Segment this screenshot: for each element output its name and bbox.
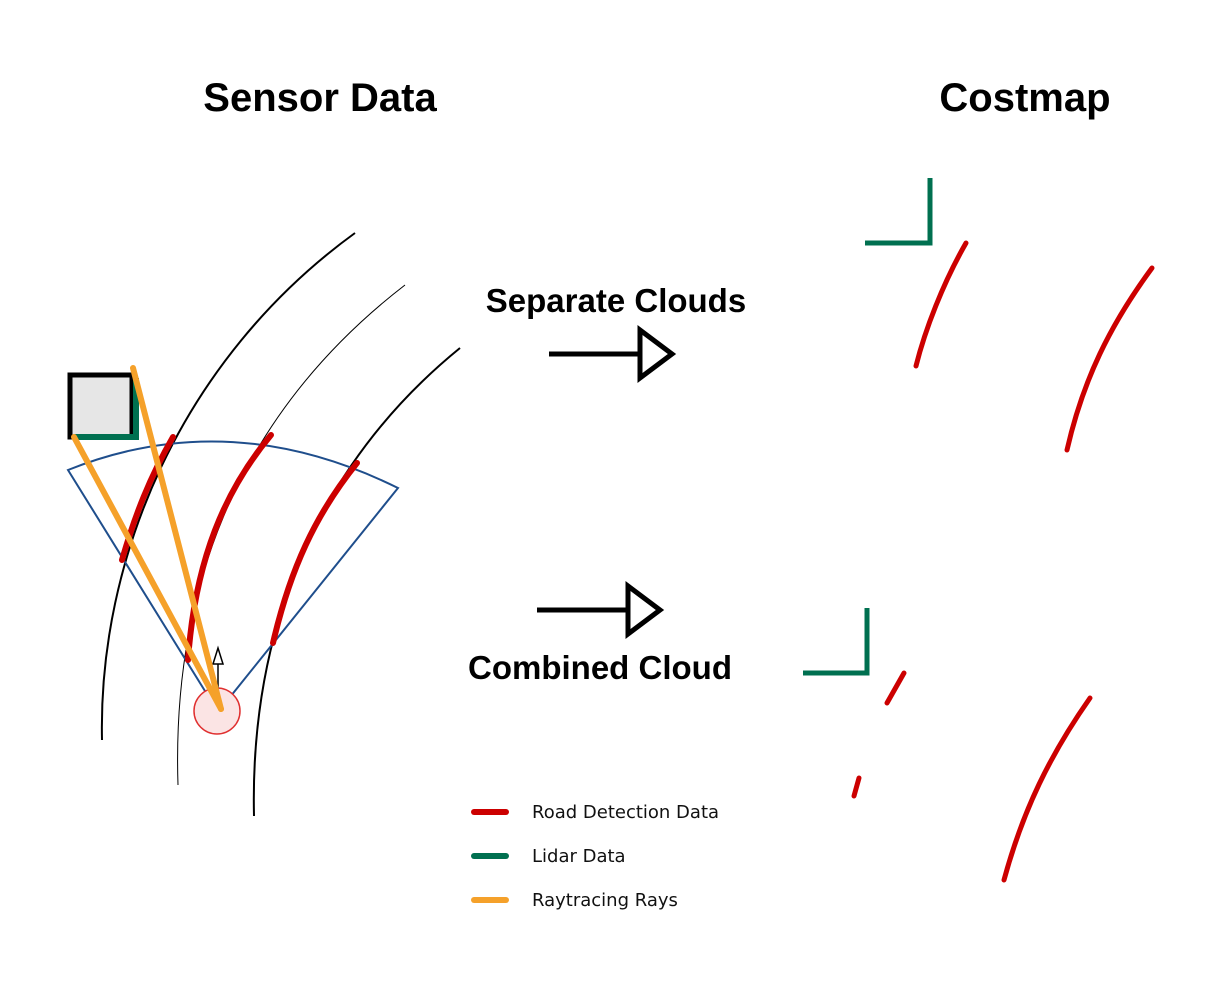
- costmap-lidar-corner-bottom: [803, 608, 870, 676]
- combined-cloud-label: Combined Cloud: [468, 649, 732, 686]
- raytracing-ray-1: [71, 434, 224, 712]
- obstacle-box: [67, 372, 135, 440]
- costmap-title: Costmap: [939, 76, 1110, 120]
- legend-item-lidar: Lidar Data: [471, 846, 626, 867]
- legend-item-rays: Raytracing Rays: [471, 890, 678, 911]
- legend-label-rays: Raytracing Rays: [532, 890, 678, 911]
- legend-item-road: Road Detection Data: [471, 802, 719, 823]
- costmap-lidar-corner-top: [865, 178, 933, 246]
- separate-clouds-arrow-icon: [549, 325, 677, 383]
- sensor-data-title: Sensor Data: [203, 76, 437, 120]
- legend-label-road: Road Detection Data: [532, 802, 719, 823]
- costmap-road-line-top-left: [913, 240, 969, 369]
- lane-line-right: [252, 347, 461, 817]
- legend-label-lidar: Lidar Data: [532, 846, 626, 867]
- lane-line-left: [100, 232, 356, 741]
- obstacle-lidar-edge: [74, 378, 139, 440]
- road-detection-left: [119, 434, 176, 563]
- combined-cloud-arrow-icon: [537, 581, 665, 639]
- road-detection-center: [185, 432, 274, 663]
- costmap-combined-cloud: [803, 608, 1093, 883]
- legend: Road Detection Data Lidar Data Raytracin…: [471, 802, 719, 911]
- raytracing-ray-2: [130, 365, 224, 712]
- costmap-road-line-top-right: [1064, 265, 1155, 453]
- road-detection-right: [270, 460, 360, 646]
- separate-clouds-label: Separate Clouds: [486, 282, 746, 319]
- sensor-fov-wedge: [66, 440, 400, 714]
- costmap-separate-clouds: [865, 178, 1155, 453]
- costmap-road-line-bottom: [1001, 695, 1093, 883]
- costmap-road-fragment-1: [884, 670, 907, 706]
- costmap-road-fragment-2: [851, 775, 862, 799]
- sensor-data-panel: [66, 232, 461, 817]
